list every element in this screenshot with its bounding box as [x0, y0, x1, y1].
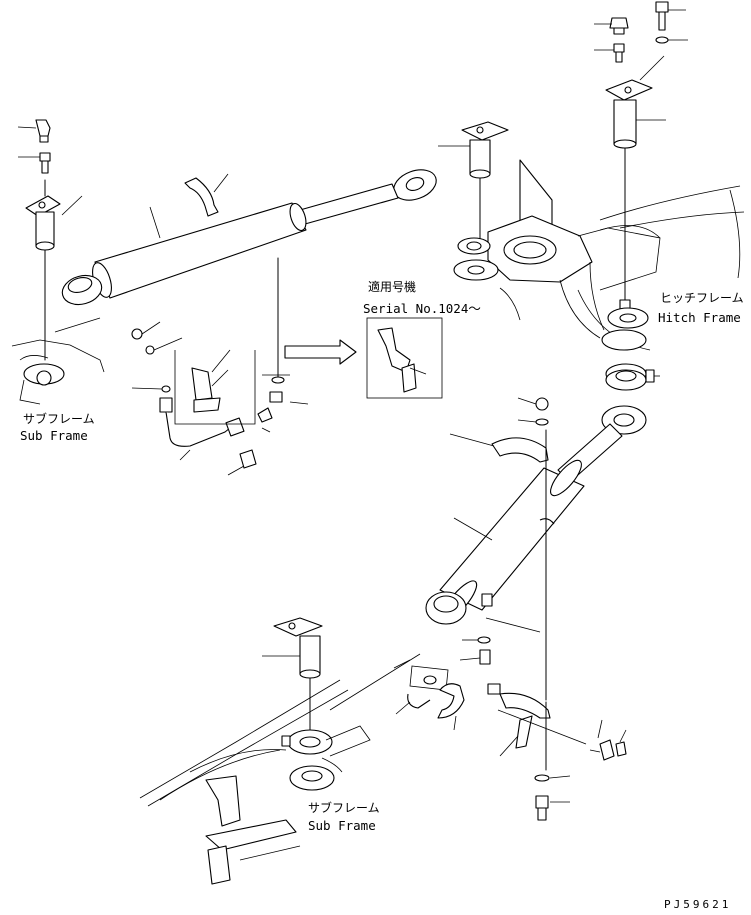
- hitch-frame-label-en: Hitch Frame: [658, 310, 741, 325]
- pin-lower: [262, 617, 323, 741]
- bolt-left: [18, 152, 51, 174]
- sub-frame-left: [11, 339, 105, 405]
- sub-frame-left-label-jp: サブフレーム: [23, 411, 95, 426]
- band-clamp-upper: [184, 173, 229, 217]
- drawing-code: PJ59621: [664, 898, 731, 911]
- hose-assembly-left: [131, 321, 257, 476]
- hitch-bracket: [453, 159, 661, 331]
- sub-frame-bottom-label-jp: サブフレーム: [308, 800, 380, 815]
- steering-cylinder-left: [54, 169, 437, 333]
- sub-frame-bottom-label-en: Sub Frame: [308, 818, 376, 833]
- sub-frame-bottom: [139, 653, 421, 885]
- hitch-frame: [559, 185, 745, 351]
- serial-detail-box: [366, 317, 443, 399]
- band-clamp-right-upper: [449, 397, 549, 701]
- serial-label-jp: 適用号機: [368, 279, 416, 294]
- spacer-bushing: [605, 363, 660, 391]
- hitch-frame-label-jp: ヒッチフレーム: [660, 291, 744, 305]
- clamp-detail-box: [174, 349, 256, 425]
- band-clamp-right-lower: [497, 692, 587, 757]
- grease-fitting-right: [594, 17, 629, 63]
- pin-left: [25, 179, 83, 361]
- bolt-right-lower: [534, 701, 627, 821]
- grease-fitting-left: [17, 119, 51, 143]
- pin-upper-center: [438, 121, 509, 241]
- sub-frame-left-label-en: Sub Frame: [20, 428, 88, 443]
- hose-assembly-right: [393, 636, 501, 731]
- bolt-right-top: [639, 1, 688, 81]
- serial-label-en: Serial No.1024～: [363, 301, 481, 316]
- arrow-to-serial-box: [284, 339, 357, 365]
- steering-cylinder-right: [425, 405, 647, 633]
- pin-right: [601, 79, 666, 351]
- elbow-fitting-mid: [257, 257, 309, 433]
